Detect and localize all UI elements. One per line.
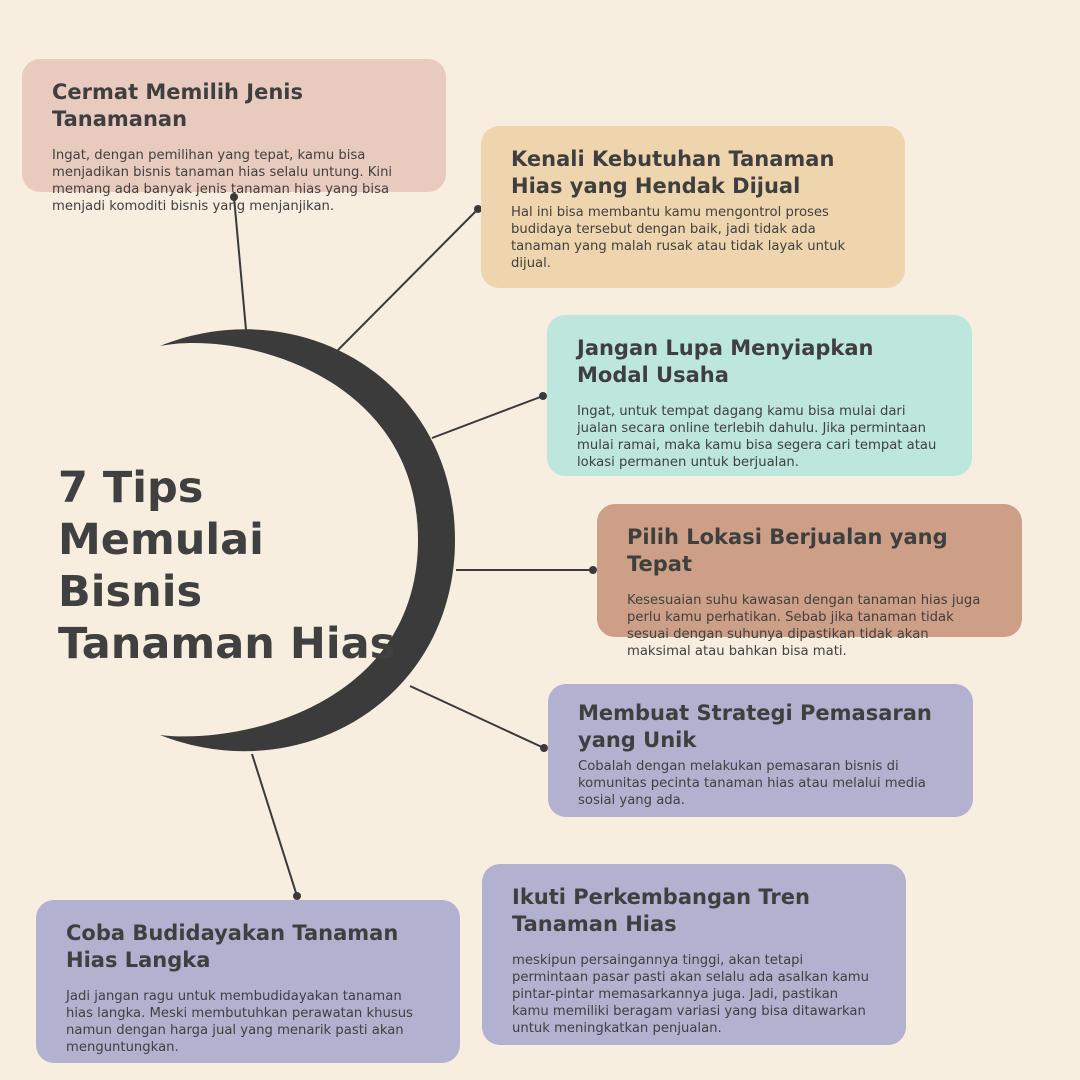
connector-dot-1: [230, 193, 238, 201]
connector-line-5: [409, 685, 545, 749]
connector-line-6: [251, 753, 298, 897]
tip-heading: Ikuti Perkembangan Tren Tanaman Hias: [512, 885, 810, 936]
tip-heading: Jangan Lupa Menyiapkan Modal Usaha: [577, 336, 874, 387]
tip-card-3: Jangan Lupa Menyiapkan Modal Usaha Ingat…: [547, 315, 972, 476]
connector-dot-2: [474, 205, 482, 213]
tip-card-1: Cermat Memilih Jenis Tanamanan Ingat, de…: [22, 59, 446, 214]
tip-heading: Kenali Kebutuhan Tanaman Hias yang Henda…: [511, 147, 835, 198]
tip-card-6: Coba Budidayakan Tanaman Hias Langka Jad…: [36, 900, 460, 1063]
connector-dot-4: [589, 566, 597, 574]
tip-heading: Membuat Strategi Pemasaran yang Unik: [578, 701, 932, 752]
tip-heading: Pilih Lokasi Berjualan yang Tepat: [627, 525, 948, 576]
connector-line-1: [233, 196, 247, 331]
tip-body: Ingat, untuk tempat dagang kamu bisa mul…: [577, 404, 937, 470]
connector-line-2: [337, 208, 479, 351]
connector-line-3: [431, 395, 544, 439]
infographic-title: 7 Tips Memulai Bisnis Tanaman Hias: [58, 463, 396, 669]
tip-card-5: Membuat Strategi Pemasaran yang Unik Cob…: [548, 684, 973, 817]
tip-heading: Coba Budidayakan Tanaman Hias Langka: [66, 921, 399, 972]
tip-body: meskipun persaingannya tinggi, akan teta…: [512, 953, 870, 1036]
tip-body: Hal ini bisa membantu kamu mengontrol pr…: [511, 205, 846, 271]
tip-body: Kesesuaian suhu kawasan dengan tanaman h…: [627, 593, 981, 659]
connector-dot-6: [293, 892, 301, 900]
tip-card-4: Pilih Lokasi Berjualan yang Tepat Kesesu…: [597, 504, 1022, 659]
connector-dot-5: [540, 744, 548, 752]
tip-heading: Cermat Memilih Jenis Tanamanan: [52, 80, 303, 131]
connector-dot-3: [539, 392, 547, 400]
tip-card-7: Ikuti Perkembangan Tren Tanaman Hias mes…: [482, 864, 906, 1045]
tip-body: Jadi jangan ragu untuk membudidayakan ta…: [66, 989, 413, 1055]
tip-body: Ingat, dengan pemilihan yang tepat, kamu…: [52, 148, 393, 214]
tip-body: Cobalah dengan melakukan pemasaran bisni…: [578, 759, 926, 808]
tip-card-2: Kenali Kebutuhan Tanaman Hias yang Henda…: [481, 126, 905, 288]
